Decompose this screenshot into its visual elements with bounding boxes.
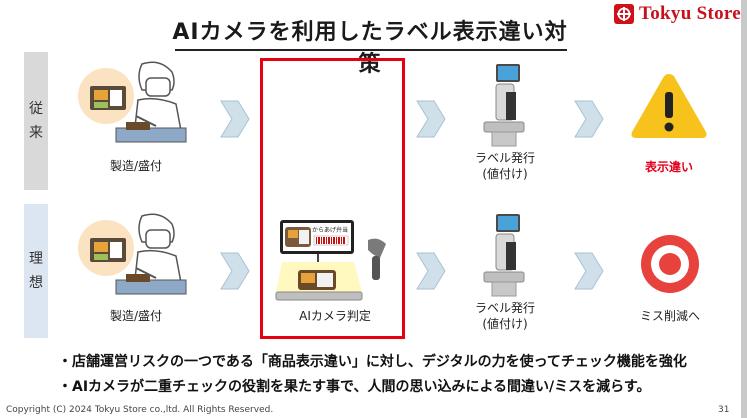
label-printer-icon [482,62,526,152]
row-label-char: 理 [29,251,43,267]
brand-name: Tokyu Store [639,3,742,24]
title-underline [175,49,567,51]
mistake-reduction-caption: ミス削減へ [639,309,700,323]
chevron-right-icon [218,98,252,144]
monitor-product-label: からあげ弁当 [312,227,349,234]
label-printer-icon [482,212,526,302]
page-title: AIカメラを利用したラベル表示違い対策 [172,20,568,77]
chevron-right-icon [218,250,252,296]
ai-camera-scale-icon [274,218,364,306]
target-icon [640,234,700,298]
chevron-right-icon [414,250,448,296]
step-caption-label-issue: ラベル発行 (値付け) [462,150,548,182]
window-edge [741,0,747,418]
ai-judgement-caption: AIカメラ判定 [299,309,371,323]
tokyu-logo-icon [614,4,634,24]
row-label-char: 従 [29,101,43,117]
row-label-conventional: 従 来 [24,52,48,190]
chevron-right-icon [572,250,606,296]
warning-icon [628,70,710,146]
step-caption-label-issue: ラベル発行 (値付け) [462,300,548,332]
chevron-right-icon [414,98,448,144]
worker-icon [76,208,196,308]
brand: Tokyu Store [614,2,741,26]
display-error-label: 表示違い [644,160,693,174]
label-issue-line2: (値付け) [482,317,528,331]
row-label-ideal: 理 想 [24,204,48,338]
step-caption-manufacturing: 製造/盛付 [109,309,163,323]
ai-judgement-frame [260,58,405,339]
page-number: 31 [718,405,730,415]
step-caption-manufacturing: 製造/盛付 [109,159,163,173]
barcode-scanner-icon [362,236,390,286]
worker-icon [76,56,196,156]
label-issue-line2: (値付け) [482,167,528,181]
chevron-right-icon [572,98,606,144]
copyright: Copyright (C) 2024 Tokyu Store co.,ltd. … [6,405,274,415]
label-issue-line1: ラベル発行 [474,301,535,315]
label-issue-line1: ラベル発行 [474,151,535,165]
row-label-char: 想 [29,275,43,291]
row-label-char: 来 [29,125,43,141]
bullet-point: ・店舗運営リスクの一つである「商品表示違い」に対し、デジタルの力を使ってチェック… [58,354,687,370]
bullet-point: ・AIカメラが二重チェックの役割を果たす事で、人間の思い込みによる間違い/ミスを… [58,379,651,395]
